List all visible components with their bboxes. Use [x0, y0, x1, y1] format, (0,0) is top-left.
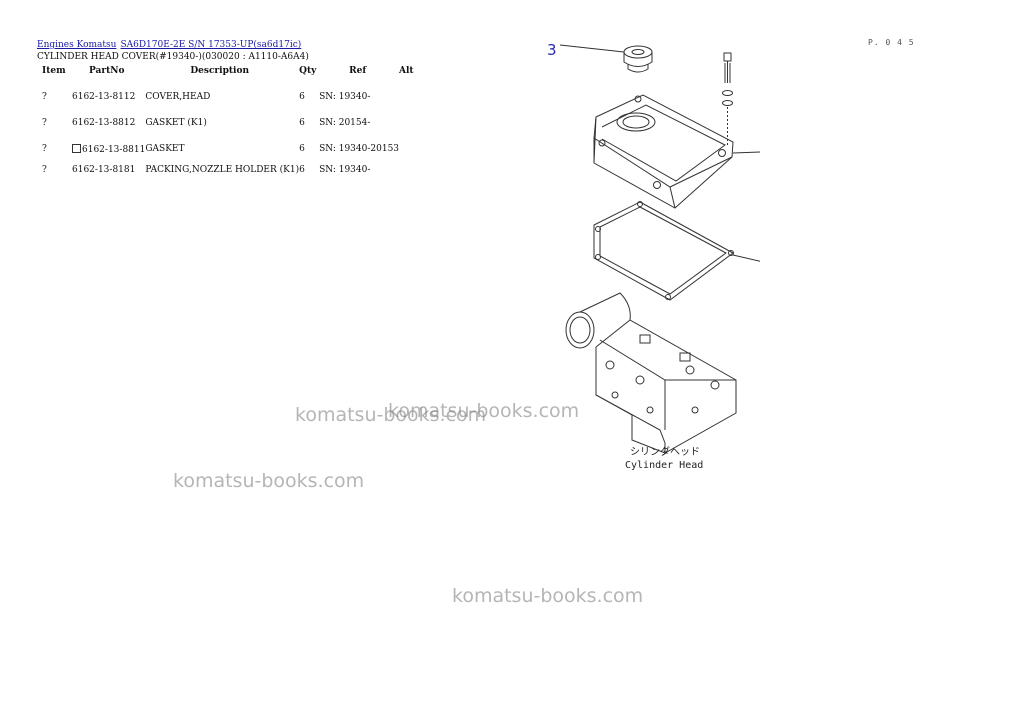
page-title: CYLINDER HEAD COVER(#19340-)(030020 : A1… — [37, 52, 309, 62]
checkbox-icon — [72, 143, 81, 153]
cell-ref: SN: 19340-20153 — [319, 144, 400, 154]
table-row: ? 6162-13-8811 GASKET 6 SN: 19340-20153 — [37, 136, 414, 162]
watermark: komatsu-books.com — [173, 470, 365, 492]
cell-part-no: 6162-13-8112 — [72, 92, 136, 102]
cylinder-head-part — [565, 292, 737, 454]
table-row: ? 6162-13-8812 GASKET (K1) 6 SN: 20154- — [37, 110, 414, 136]
callout-3: 3 — [547, 41, 557, 59]
cylinder-head-label-jp: シリンダヘッド — [630, 445, 700, 458]
cell-item: ? — [42, 144, 47, 154]
cell-alt — [399, 80, 414, 110]
breadcrumb-link-engines[interactable]: Engines Komatsu — [37, 40, 117, 50]
gasket-part — [593, 201, 734, 301]
cell-ref: SN: 19340- — [319, 92, 371, 102]
table-header-row: Item PartNo Description Qty Ref Alt — [37, 66, 414, 80]
table-row: ? 6162-13-8181 PACKING,NOZZLE HOLDER (K1… — [37, 162, 414, 178]
cell-description: PACKING,NOZZLE HOLDER (K1) — [145, 165, 300, 175]
header-ref: Ref — [349, 66, 367, 76]
cell-alt — [399, 110, 414, 136]
cell-description: GASKET (K1) — [145, 118, 207, 128]
watermark: komatsu-books.com — [452, 585, 644, 607]
exploded-parts-diagram: 3 1 2 シリンダヘッド Cylinder Head — [547, 41, 760, 471]
watermark: komatsu-books.com — [388, 400, 580, 422]
cell-ref: SN: 20154- — [319, 118, 371, 128]
header-alt: Alt — [399, 66, 414, 76]
cell-qty: 6 — [299, 144, 305, 154]
cell-qty: 6 — [299, 92, 305, 102]
cell-item: ? — [42, 92, 47, 102]
cell-item: ? — [42, 118, 47, 128]
cell-part-no: 6162-13-8181 — [72, 165, 136, 175]
watermark: komatsu-books.com — [295, 404, 487, 426]
cell-description: GASKET — [145, 144, 185, 154]
head-cover-part — [593, 94, 734, 209]
table-row: ? 6162-13-8112 COVER,HEAD 6 SN: 19340- — [37, 80, 414, 110]
breadcrumb-link-model[interactable]: SA6D170E-2E S/N 17353-UP(sa6d17ic) — [120, 40, 302, 50]
bolt-part — [722, 52, 733, 145]
cell-part-no-text: 6162-13-8811 — [82, 144, 146, 155]
cell-part-no: 6162-13-8812 — [72, 118, 136, 128]
cell-item: ? — [42, 165, 47, 175]
cell-ref: SN: 19340- — [319, 165, 371, 175]
cell-qty: 6 — [299, 165, 305, 175]
header-item: Item — [42, 66, 66, 76]
cell-qty: 6 — [299, 118, 305, 128]
cylinder-head-label-en: Cylinder Head — [625, 460, 703, 471]
cell-alt — [399, 162, 414, 178]
cell-description: COVER,HEAD — [145, 92, 211, 102]
page-number: P. 0 4 5 — [868, 38, 915, 47]
cell-part-no: 6162-13-8811 — [72, 136, 145, 162]
cell-alt — [399, 136, 414, 162]
parts-table: Item PartNo Description Qty Ref Alt ? 61… — [37, 66, 414, 178]
header-description: Description — [190, 66, 249, 76]
header-part-no: PartNo — [89, 66, 125, 76]
packing-plug-part — [623, 45, 653, 73]
header-qty: Qty — [299, 66, 317, 76]
